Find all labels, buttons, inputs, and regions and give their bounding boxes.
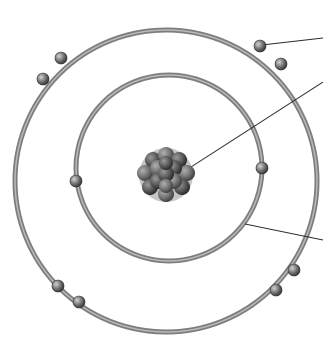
nucleon	[159, 156, 173, 170]
leader-line-outer-shell	[262, 38, 323, 45]
electron	[70, 175, 82, 187]
electron	[52, 280, 64, 292]
electron	[37, 73, 49, 85]
electron	[256, 162, 268, 174]
electron	[73, 296, 85, 308]
nucleus	[137, 147, 195, 202]
electron	[275, 58, 287, 70]
electron	[55, 52, 67, 64]
electron	[254, 40, 266, 52]
electron	[288, 264, 300, 276]
electron	[270, 284, 282, 296]
leader-line-nucleus	[191, 82, 323, 167]
nucleon	[159, 179, 173, 193]
